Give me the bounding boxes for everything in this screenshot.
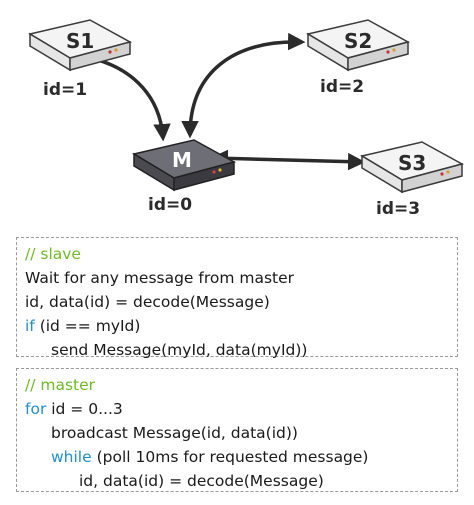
master-line-decode: id, data(id) = decode(Message): [79, 472, 324, 490]
node-label-s2: S2: [344, 29, 372, 53]
link-s2-master: [181, 32, 306, 139]
slave-line-send: send Message(myId, data(myId)): [51, 341, 308, 359]
slave-code-box: // slave Wait for any message from maste…: [16, 237, 458, 359]
slave-device-s1: S1: [28, 19, 132, 72]
node-label-s3: S3: [398, 151, 426, 175]
master-while-condition: (poll 10ms for requested message): [91, 448, 369, 466]
slave-line-if: if (id == myId): [25, 314, 449, 338]
slave-device-s2: S2: [306, 19, 410, 72]
keyword-for: for: [25, 400, 47, 418]
network-diagram: S1 id=1 S2 id=2 M id=0 S3 id=3: [28, 19, 464, 219]
keyword-while: while: [51, 448, 92, 466]
master-line-for: for id = 0...3: [25, 397, 449, 421]
slave-if-condition: (id == myId): [34, 317, 141, 335]
link-master-s3: [210, 149, 366, 171]
master-device: M: [132, 139, 236, 192]
master-comment: // master: [25, 376, 96, 394]
node-id-master: id=0: [148, 195, 192, 215]
master-line-broadcast: broadcast Message(id, data(id)): [51, 424, 298, 442]
node-label-master: M: [172, 148, 192, 172]
keyword-if: if: [25, 317, 35, 335]
master-for-range: id = 0...3: [46, 400, 123, 418]
node-label-s1: S1: [66, 29, 94, 53]
master-line-while: while (poll 10ms for requested message): [25, 445, 449, 469]
node-id-s2: id=2: [320, 77, 364, 97]
node-id-s1: id=1: [43, 80, 87, 100]
slave-comment: // slave: [25, 245, 81, 263]
slave-device-s3: S3: [360, 141, 464, 194]
link-s1-master: [70, 48, 171, 142]
slave-line-wait: Wait for any message from master: [25, 269, 295, 287]
node-id-s3: id=3: [376, 199, 420, 219]
master-code-box: // master for id = 0...3 broadcast Messa…: [16, 368, 458, 492]
slave-line-decode: id, data(id) = decode(Message): [25, 293, 270, 311]
